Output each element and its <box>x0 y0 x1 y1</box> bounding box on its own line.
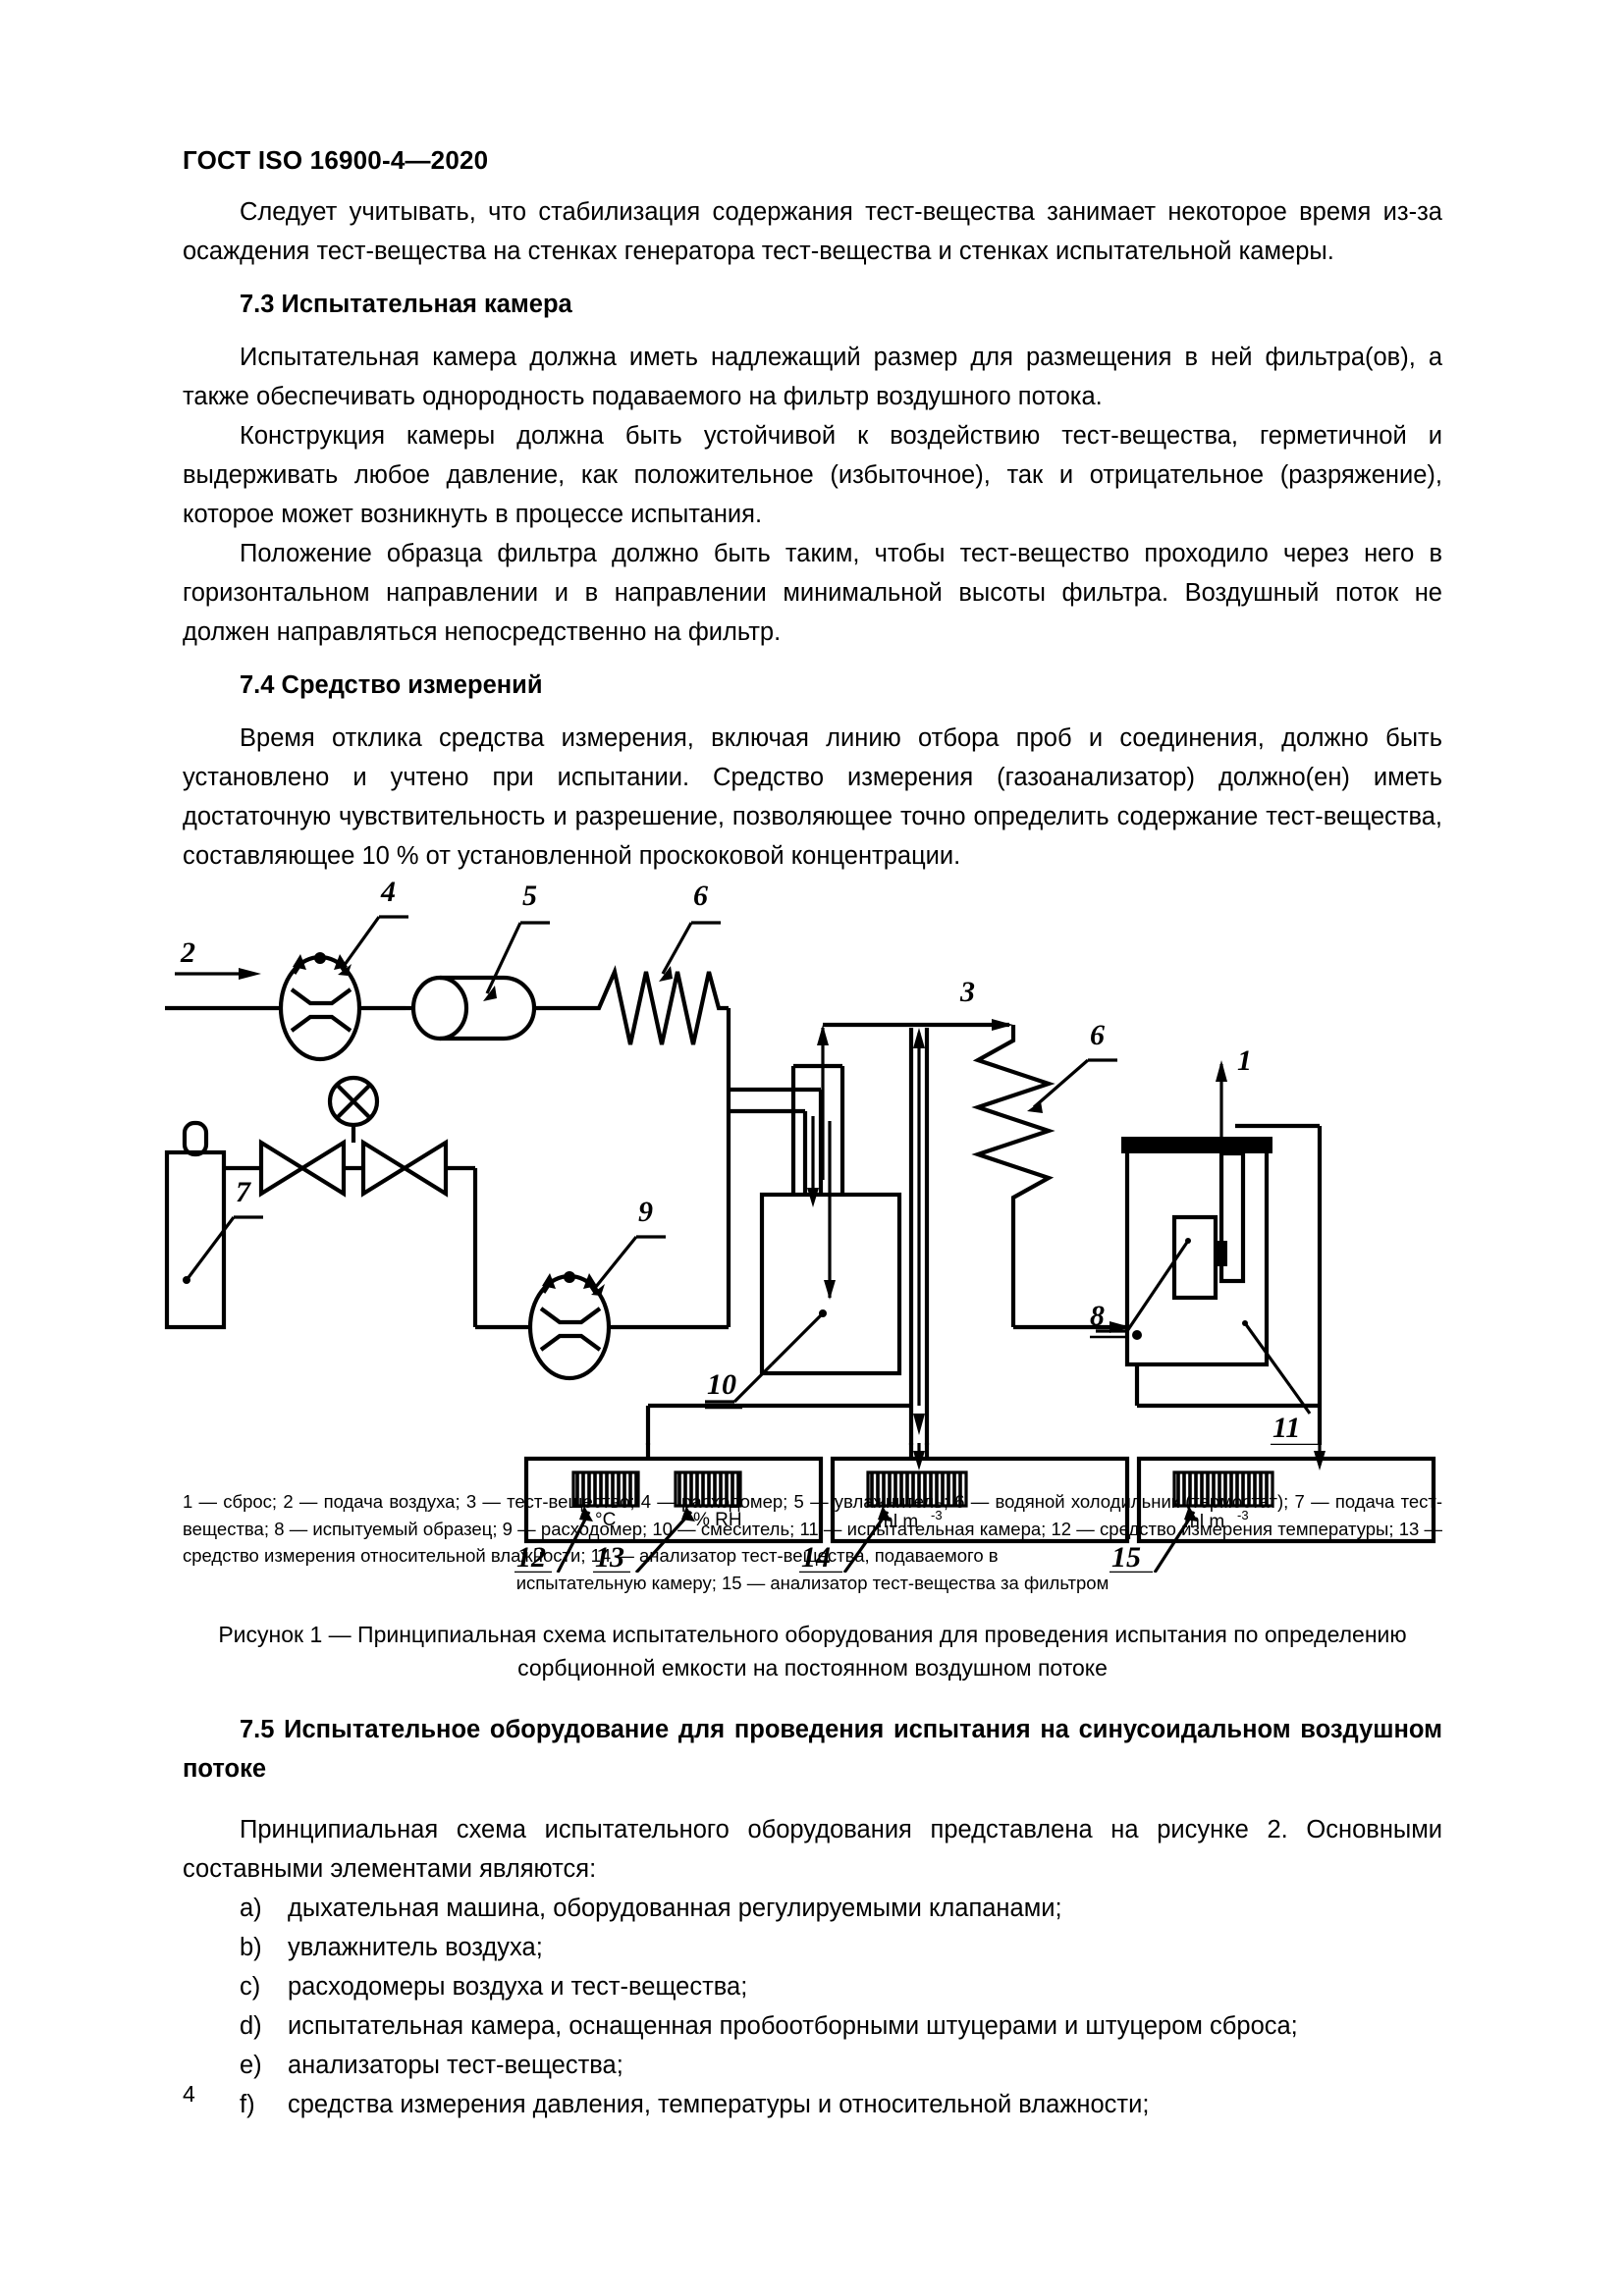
callout-2: 2 <box>180 936 195 969</box>
callout-14: 14 <box>801 1541 831 1573</box>
figure-caption: Рисунок 1 — Принципиальная схема испытат… <box>183 1618 1442 1684</box>
list-item-text: средства измерения давления, температуры… <box>288 2091 1150 2118</box>
paragraph-7-5-1: Принципиальная схема испытательного обор… <box>183 1816 1442 1883</box>
instrument-bus <box>645 1403 911 1445</box>
instrument-box-temperature-humidity: °C % RH <box>523 1456 824 1573</box>
legend-line-4: испытательную камеру; 15 — анализатор те… <box>515 1572 1110 1593</box>
heading-7-3: 7.3 Испытательная камера <box>240 291 572 318</box>
callout-8: 8 <box>1090 1300 1105 1332</box>
figure-caption-line-1: Рисунок 1 — Принципиальная схема испытат… <box>218 1622 1407 1647</box>
test-agent-feed-loop <box>472 1168 528 1330</box>
instrument-box-analyzer-inlet: ml m -3 <box>830 1456 1130 1573</box>
heading-7-4: 7.4 Средство измерений <box>240 671 543 699</box>
mixer-10-symbol: 10 <box>705 1192 902 1410</box>
mixer-inlet-tubes <box>729 1063 845 1300</box>
list-item: c) расходомеры воздуха и тест-вещества; <box>183 1967 1442 2006</box>
text-block-upper: Следует учитывать, что стабилизация соде… <box>183 192 1442 876</box>
text-block-lower: 7.5 Испытательное оборудование для прове… <box>183 1710 1442 2124</box>
sampling-risers: 3 <box>817 976 1013 1445</box>
water-cooler-6-top-symbol: 6 <box>589 880 729 1045</box>
unit-exponent-analyzer-inlet: -3 <box>931 1508 943 1522</box>
callout-11: 11 <box>1272 1412 1300 1444</box>
unit-label-rh: % RH <box>693 1510 742 1530</box>
callout-7: 7 <box>236 1176 251 1208</box>
page-number: 4 <box>183 2081 195 2107</box>
figure-caption-line-2: сорбционной емкости на постоянном воздуш… <box>517 1655 1108 1681</box>
paragraph-7-4-1: Время отклика средства измерения, включа… <box>183 724 1442 870</box>
list-marker: b) <box>240 1934 262 1961</box>
air-supply-line: 2 <box>165 936 283 1011</box>
list-marker: d) <box>240 2012 262 2040</box>
callout-13: 13 <box>595 1541 624 1573</box>
paragraph-intro: Следует учитывать, что стабилизация соде… <box>183 198 1442 265</box>
figure-legend: 1 — сброс; 2 — подача воздуха; 3 — тест-… <box>183 1488 1442 1596</box>
heading-7-5: 7.5 Испытательное оборудование для прове… <box>183 1716 1442 1783</box>
callout-10: 10 <box>707 1368 736 1401</box>
paragraph-7-3-2: Конструкция камеры должна быть устойчиво… <box>183 422 1442 528</box>
valve-symbols <box>258 1139 475 1198</box>
callout-12: 12 <box>516 1541 546 1573</box>
list-item: f) средства измерения давления, температ… <box>183 2085 1442 2124</box>
callout-1: 1 <box>1237 1044 1252 1077</box>
pressure-gauge-symbol <box>327 1075 380 1143</box>
list-item: d) испытательная камера, оснащенная проб… <box>183 2006 1442 2046</box>
humidifier-5-symbol: 5 <box>406 880 589 1041</box>
callout-4: 4 <box>380 876 396 908</box>
list-marker: e) <box>240 2052 262 2079</box>
instrument-panel-svg: °C % RH <box>514 1443 1436 1573</box>
component-list: a) дыхательная машина, оборудованная рег… <box>183 1889 1442 2124</box>
unit-label-celsius: °C <box>595 1510 616 1530</box>
figure-1-schematic: 2 4 <box>145 856 1490 1573</box>
legend-line-2: подача тест-вещества; 8 — испытуемый обр… <box>183 1491 1443 1539</box>
list-item: a) дыхательная машина, оборудованная рег… <box>183 1889 1442 1928</box>
unit-exponent-analyzer-outlet: -3 <box>1237 1508 1249 1522</box>
list-marker: c) <box>240 1973 261 2001</box>
paragraph-7-3-3: Положение образца фильтра должно быть та… <box>183 540 1442 646</box>
schematic-diagram-svg: 2 4 <box>164 876 1323 1445</box>
callout-3: 3 <box>959 976 975 1008</box>
callout-6-right: 6 <box>1090 1019 1105 1051</box>
legend-line-3: измерения температуры; 13 — средство изм… <box>183 1518 1442 1567</box>
list-item-text: увлажнитель воздуха; <box>288 1934 543 1961</box>
callout-5: 5 <box>522 880 537 912</box>
flowmeter-4-symbol: 4 <box>278 876 408 1062</box>
test-chamber-11-symbol: 1 8 11 <box>1090 1044 1323 1445</box>
list-item-text: испытательная камера, оснащенная пробоот… <box>288 2012 1298 2040</box>
callout-15: 15 <box>1111 1541 1141 1573</box>
water-cooler-6-right-symbol: 6 <box>971 1019 1117 1327</box>
list-marker: f) <box>240 2091 255 2118</box>
list-item: e) анализаторы тест-вещества; <box>183 2046 1442 2085</box>
document-header-standard-number: ГОСТ ISO 16900-4—2020 <box>183 145 489 175</box>
legend-line-1: 1 — сброс; 2 — подача воздуха; 3 — тест-… <box>183 1491 1329 1512</box>
list-item-text: анализаторы тест-вещества; <box>288 2052 623 2079</box>
list-item: b) увлажнитель воздуха; <box>183 1928 1442 1967</box>
paragraph-7-3-1: Испытательная камера должна иметь надлеж… <box>183 344 1442 410</box>
flowmeter-9-symbol: 9 <box>527 1196 729 1381</box>
callout-6-top: 6 <box>693 880 708 912</box>
instrument-box-analyzer-outlet: ml m -3 <box>1136 1456 1436 1573</box>
callout-9: 9 <box>638 1196 653 1228</box>
list-marker: a) <box>240 1895 262 1922</box>
list-item-text: расходомеры воздуха и тест-вещества; <box>288 1973 748 2001</box>
list-item-text: дыхательная машина, оборудованная регули… <box>288 1895 1062 1922</box>
gas-cylinder-7-symbol: 7 <box>164 1120 263 1330</box>
